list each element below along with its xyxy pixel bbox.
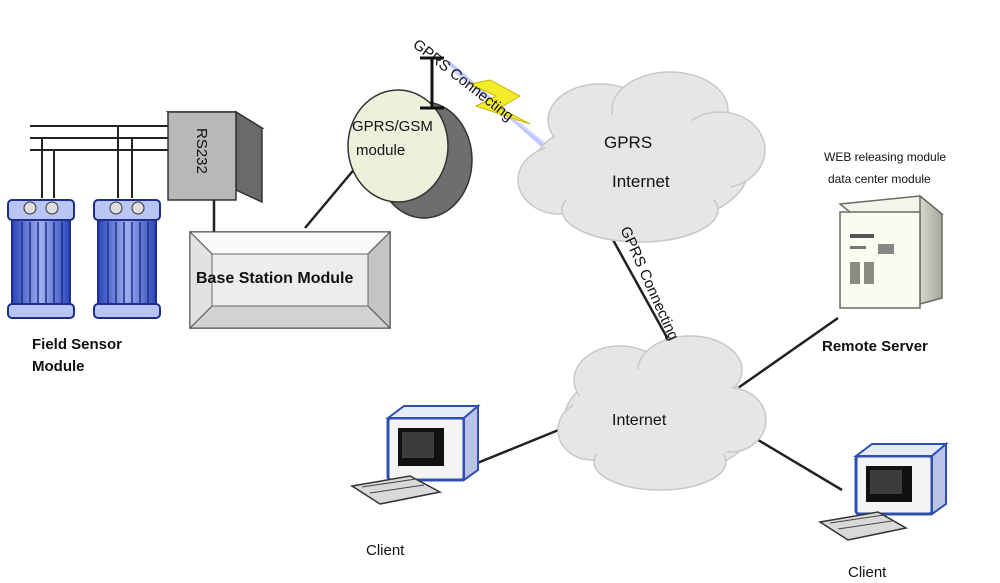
gprs-gsm-module-label-line2: module (356, 142, 406, 159)
base-station-label: Base Station Module (196, 270, 354, 287)
internet-cloud-fill (570, 368, 750, 468)
base-station-box (188, 230, 392, 330)
client-right-label: Client (848, 564, 887, 581)
field-sensor-2 (93, 199, 161, 319)
web-releasing-module-label: WEB releasing module (824, 150, 947, 164)
line-gprs-internet-to-internet (610, 237, 677, 353)
field-sensor-1 (7, 199, 75, 319)
lightning-icon (468, 79, 531, 125)
rs232-label: RS232 (193, 128, 210, 174)
data-center-module-label: data center module (828, 172, 931, 186)
client-computer-right (817, 441, 949, 541)
field-sensor-label-line1: Field Sensor (32, 336, 123, 353)
server-icon (838, 194, 944, 309)
rs232-box (165, 110, 265, 204)
gprs-gsm-module-shape (347, 89, 473, 219)
remote-server-label: Remote Server (822, 338, 928, 355)
gprs-internet-label-line1: GPRS (604, 133, 653, 152)
antenna-icon (420, 56, 444, 110)
internet-label: Internet (612, 412, 667, 429)
client-computer-left (349, 403, 481, 505)
sensor-wires (30, 125, 216, 232)
field-sensor-label-line2: Module (32, 358, 85, 375)
client-left-label: Client (366, 542, 405, 559)
gprs-gsm-module-label-line1: GPRS/GSM (352, 118, 433, 135)
line-internet-to-server (737, 316, 839, 390)
gprs-internet-cloud-fill (540, 113, 740, 217)
gprs-internet-label-line2: Internet (612, 172, 670, 191)
